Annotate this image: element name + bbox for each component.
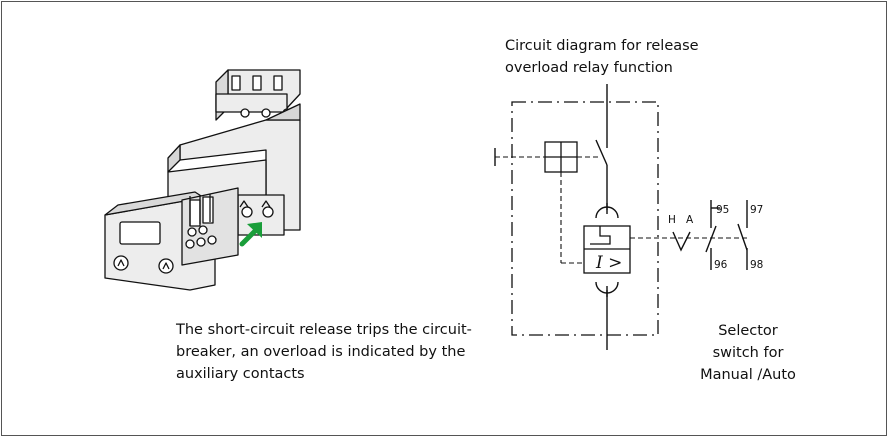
circuit-diagram-title: Circuit diagram for release overload rel… [505,35,825,79]
contact-96-label: 96 [714,259,728,271]
selector-caption-line-1: Selector [718,323,778,339]
circuit-diagram [494,84,748,350]
breaker-caption: The short-circuit release trips the circ… [176,319,496,385]
breaker-caption-line-1: The short-circuit release trips the circ… [176,322,472,338]
breaker-caption-line-2: breaker, an overload is indicated by the [176,344,466,360]
circuit-breaker-illustration [104,69,301,291]
overload-indicator-arrow [239,222,262,247]
contact-97-label: 97 [750,204,763,216]
overload-module [104,187,239,291]
top-terminal-block [215,69,301,121]
contact-98-label: 98 [750,259,763,271]
breaker-caption-line-3: auxiliary contacts [176,366,305,382]
selector-caption-line-3: Manual /Auto [700,367,796,383]
selector-caption-line-2: switch for [712,345,784,361]
contact-95-label: 95 [716,204,729,216]
breaker-main-body [167,103,301,236]
circuit-diagram-title-line-2: overload relay function [505,60,673,76]
release-symbol-label: I > [595,253,622,273]
circuit-diagram-title-line-1: Circuit diagram for release [505,38,699,54]
hand-label: H [668,214,676,226]
enclosure-outline [511,101,659,336]
auto-label: A [686,214,694,226]
selector-switch-caption: Selector switch for Manual /Auto [693,320,803,386]
